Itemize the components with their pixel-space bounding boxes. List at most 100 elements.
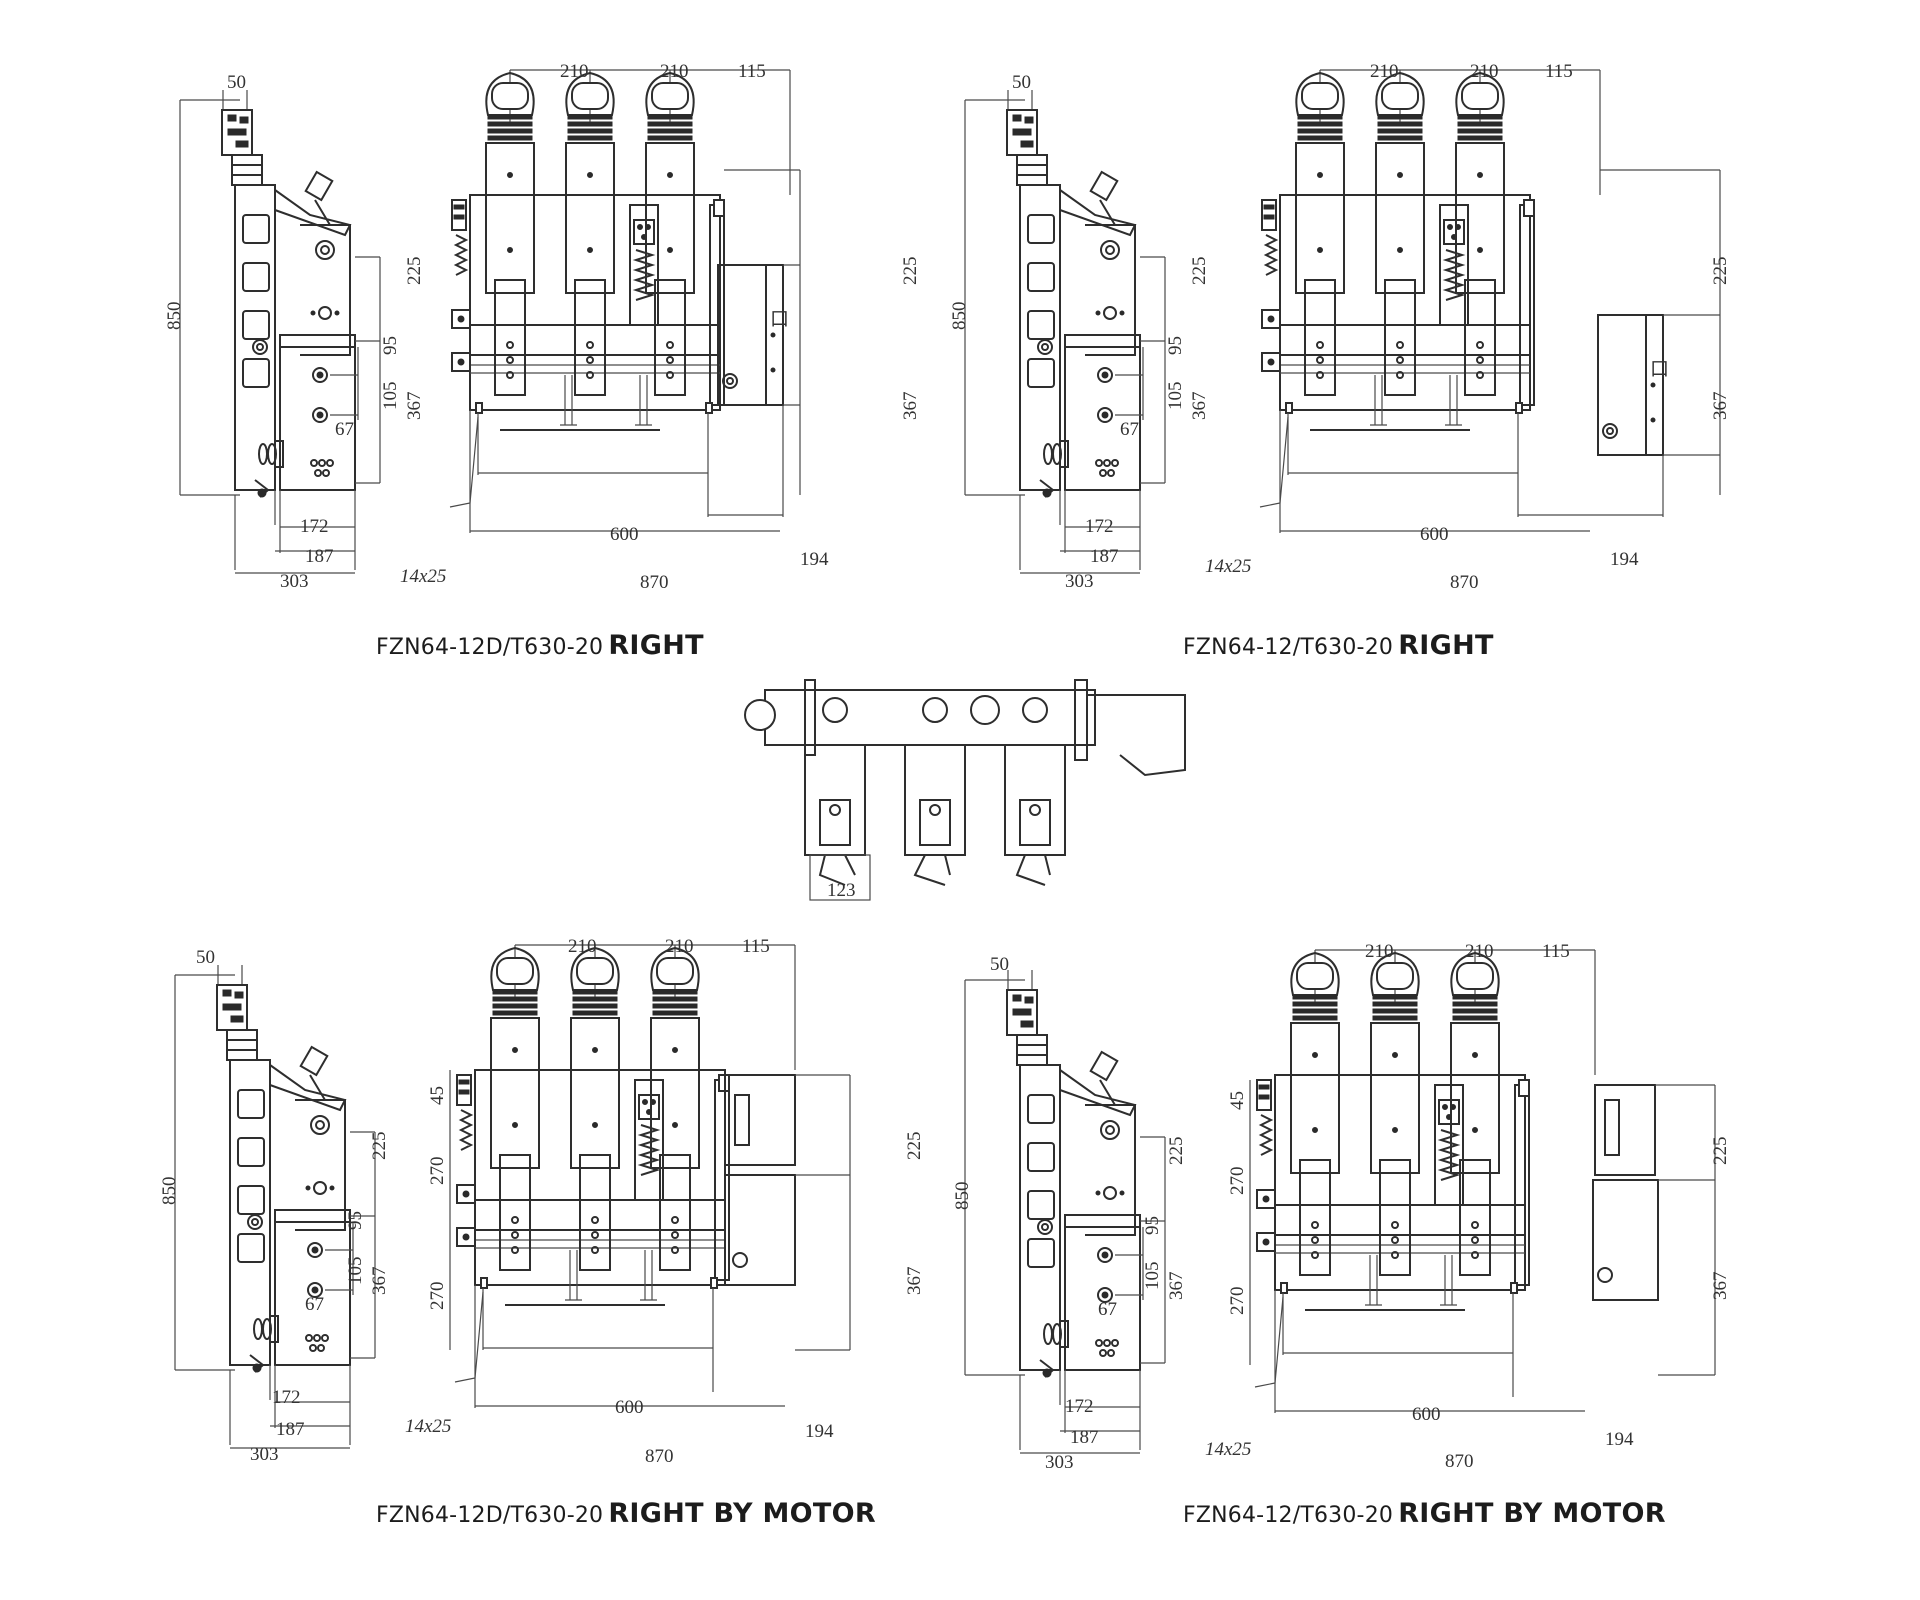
dim-offset: 194	[805, 1421, 834, 1442]
panel-front-view-2	[1260, 70, 1721, 533]
dim-upper: 225	[904, 1132, 925, 1161]
dim-span: 600	[1420, 524, 1449, 545]
dim-depth1: 172	[1085, 516, 1114, 537]
dim-width: 870	[640, 572, 669, 593]
dim-side-top: 50	[196, 947, 215, 968]
dim-depth2: 187	[1090, 546, 1119, 567]
panel-side-view-2	[964, 89, 1166, 574]
dim-width: 870	[645, 1446, 674, 1467]
dim-upper: 225	[1710, 257, 1731, 286]
caption-panel-3: FZN64-12D/T630-20 RIGHT BY MOTOR	[376, 1498, 876, 1529]
dim-hole-v1: 95	[345, 1211, 366, 1230]
dim-depth2: 187	[1070, 1427, 1099, 1448]
panel-front-view-4	[1249, 950, 1716, 1413]
dim-end: 115	[1545, 61, 1573, 82]
dim-depth2: 187	[276, 1419, 305, 1440]
dim-depth1: 172	[300, 516, 329, 537]
dim-span: 600	[615, 1397, 644, 1418]
dim-width: 870	[1450, 572, 1479, 593]
dim-end: 115	[1542, 941, 1570, 962]
dim-span: 600	[1412, 1404, 1441, 1425]
dim-pitch: 210	[1370, 61, 1399, 82]
caption-model: FZN64-12D/T630-20	[376, 1503, 604, 1528]
dim-motor-a: 45	[1227, 1091, 1248, 1110]
dim-height: 850	[159, 1177, 180, 1206]
dim-offset: 194	[1610, 549, 1639, 570]
dim-hole-h: 67	[305, 1294, 324, 1315]
dim-side-top: 50	[1012, 72, 1031, 93]
dim-motor-a: 45	[427, 1086, 448, 1105]
panel-side-view-3	[174, 964, 376, 1449]
caption-suffix: RIGHT	[608, 630, 704, 661]
dim-depth3: 303	[250, 1444, 279, 1465]
dim-hole-h: 67	[1120, 419, 1139, 440]
dim-depth3: 303	[280, 571, 309, 592]
caption-model: FZN64-12/T630-20	[1183, 635, 1394, 660]
dim-hole-v2: 105	[1142, 1262, 1163, 1291]
dim-height: 850	[164, 302, 185, 331]
caption-model: FZN64-12/T630-20	[1183, 1503, 1394, 1528]
dim-pitch: 210	[1465, 941, 1494, 962]
dim-depth1: 172	[272, 1387, 301, 1408]
dim-lower: 367	[1710, 1272, 1731, 1301]
plan-label: 123	[827, 880, 856, 901]
dim-motor-b: 270	[1227, 1167, 1248, 1196]
dim-upper: 225	[1189, 257, 1210, 286]
panel-front-view-1	[450, 70, 801, 533]
dim-pitch: 210	[660, 61, 689, 82]
panel-front-view-3	[449, 945, 851, 1408]
dimension-labels: 50 850 225 367 95 105 67 172 187 303 210…	[159, 61, 1731, 1473]
dim-offset: 194	[800, 549, 829, 570]
caption-suffix: RIGHT BY MOTOR	[608, 1498, 876, 1529]
dim-height: 850	[952, 1182, 973, 1211]
caption-panel-2: FZN64-12/T630-20 RIGHT	[1183, 630, 1494, 661]
dim-hole-v2: 105	[1165, 382, 1186, 411]
caption-suffix: RIGHT BY MOTOR	[1398, 1498, 1666, 1529]
dim-upper: 225	[1166, 1137, 1187, 1166]
dim-motor-b: 270	[427, 1282, 448, 1311]
dim-lower: 367	[1710, 392, 1731, 421]
dim-height: 850	[949, 302, 970, 331]
dim-hole-v1: 95	[1142, 1216, 1163, 1235]
dim-hole-h: 67	[1098, 1299, 1117, 1320]
plan-view: 123	[744, 679, 1186, 901]
caption-model: FZN64-12D/T630-20	[376, 635, 604, 660]
dim-depth2: 187	[305, 546, 334, 567]
panel-side-view-4	[964, 969, 1166, 1454]
dim-pitch: 210	[1470, 61, 1499, 82]
dim-lower: 367	[900, 392, 921, 421]
dim-slot: 14x25	[1205, 1439, 1251, 1460]
dim-lower: 367	[904, 1267, 925, 1296]
dim-motor-b: 270	[427, 1157, 448, 1186]
dim-hole-v1: 95	[1165, 336, 1186, 355]
dim-lower: 367	[1166, 1272, 1187, 1301]
dim-pitch: 210	[568, 936, 597, 957]
dim-width: 870	[1445, 1451, 1474, 1472]
dim-offset: 194	[1605, 1429, 1634, 1450]
dim-upper: 225	[900, 257, 921, 286]
dim-upper: 225	[369, 1132, 390, 1161]
caption-suffix: RIGHT	[1398, 630, 1494, 661]
dim-slot: 14x25	[1205, 556, 1251, 577]
dim-hole-v2: 105	[345, 1257, 366, 1286]
caption-panel-4: FZN64-12/T630-20 RIGHT BY MOTOR	[1183, 1498, 1666, 1529]
panel-side-view-1	[179, 89, 381, 574]
dim-span: 600	[610, 524, 639, 545]
dim-depth3: 303	[1065, 571, 1094, 592]
dim-pitch: 210	[1365, 941, 1394, 962]
dim-lower: 367	[1189, 392, 1210, 421]
dim-end: 115	[742, 936, 770, 957]
dim-slot: 14x25	[405, 1416, 451, 1437]
dim-depth3: 303	[1045, 1452, 1074, 1473]
dim-hole-v2: 105	[380, 382, 401, 411]
dim-pitch: 210	[560, 61, 589, 82]
dim-pitch: 210	[665, 936, 694, 957]
dim-side-top: 50	[227, 72, 246, 93]
dim-upper: 225	[404, 257, 425, 286]
dim-side-top: 50	[990, 954, 1009, 975]
dim-slot: 14x25	[400, 566, 446, 587]
dim-hole-v1: 95	[380, 336, 401, 355]
dim-lower: 367	[404, 392, 425, 421]
dim-depth1: 172	[1065, 1396, 1094, 1417]
